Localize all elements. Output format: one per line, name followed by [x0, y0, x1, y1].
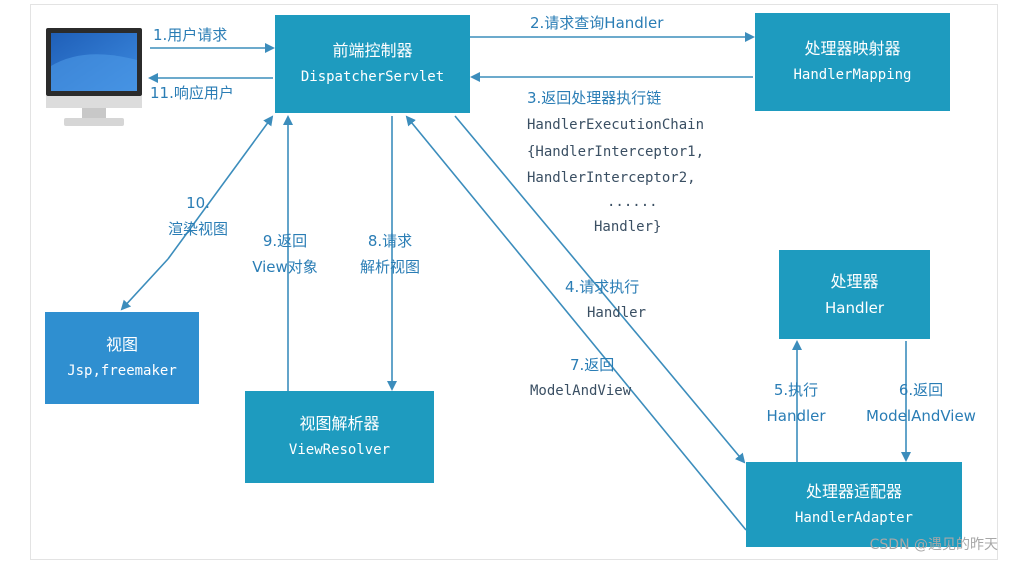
csdn-watermark: CSDN @遇见的昨天 [869, 537, 998, 553]
arrow-10-render-up [167, 115, 274, 260]
handler-sub: Handler [824, 298, 885, 317]
arrow-10-render-down [120, 258, 169, 311]
label-step-10-number: 10. [186, 194, 210, 212]
handler-box: 处理器 Handler [779, 250, 930, 339]
label-step-6-title: 6.返回 [898, 381, 944, 399]
label-step-11: 11.响应用户 [150, 84, 234, 102]
dispatcher-sub: DispatcherServlet [300, 69, 445, 85]
label-step-10-render: 渲染视图 [167, 220, 228, 238]
handler-adapter-box: 处理器适配器 HandlerAdapter [746, 462, 962, 547]
label-step-6-modelandview: ModelAndView [866, 407, 976, 425]
label-step-1: 1.用户请求 [153, 26, 228, 44]
arrow-4-execute-handler [454, 115, 746, 464]
adapter-title: 处理器适配器 [805, 481, 902, 501]
label-step-9-view: View对象 [252, 258, 318, 276]
label-step-8-resolve: 解析视图 [359, 258, 420, 276]
resolver-title: 视图解析器 [299, 414, 380, 433]
arrow-7-return-modelandview [405, 115, 747, 531]
label-step-3-title: 3.返回处理器执行链 [527, 89, 662, 107]
label-step-3-interceptor1: {HandlerInterceptor1, [527, 144, 705, 160]
label-step-7-modelandview: ModelAndView [530, 383, 632, 399]
dispatcher-title: 前端控制器 [332, 41, 413, 60]
view-resolver-box: 视图解析器 ViewResolver [245, 391, 434, 483]
label-step-5-title: 5.执行 [773, 381, 819, 399]
handler-title: 处理器 [830, 271, 879, 291]
label-step-3-ellipsis: ...... [607, 194, 658, 210]
handler-mapping-box: 处理器映射器 HandlerMapping [755, 13, 950, 111]
diagram-frame [30, 4, 998, 560]
view-box: 视图 Jsp,freemaker [45, 312, 199, 404]
label-step-9-title: 9.返回 [262, 232, 308, 250]
resolver-sub: ViewResolver [288, 442, 391, 458]
mapping-title: 处理器映射器 [804, 39, 901, 58]
label-step-2: 2.请求查询Handler [530, 14, 664, 32]
dispatcher-servlet-box: 前端控制器 DispatcherServlet [275, 15, 470, 113]
adapter-sub: HandlerAdapter [794, 509, 913, 526]
label-step-3-handler: Handler} [594, 219, 662, 235]
label-step-7-title: 7.返回 [570, 356, 615, 374]
view-sub: Jsp,freemaker [67, 363, 177, 379]
label-step-4-title: 4.请求执行 [565, 278, 640, 296]
mapping-sub: HandlerMapping [793, 67, 912, 83]
label-step-5-handler: Handler [766, 407, 826, 425]
label-step-3-chain: HandlerExecutionChain [527, 117, 705, 133]
view-title: 视图 [105, 335, 138, 354]
label-step-4-handler: Handler [587, 305, 647, 321]
computer-monitor-icon [44, 26, 144, 134]
label-step-8-title: 8.请求 [367, 232, 413, 250]
label-step-3-interceptor2: HandlerInterceptor2, [527, 170, 696, 186]
